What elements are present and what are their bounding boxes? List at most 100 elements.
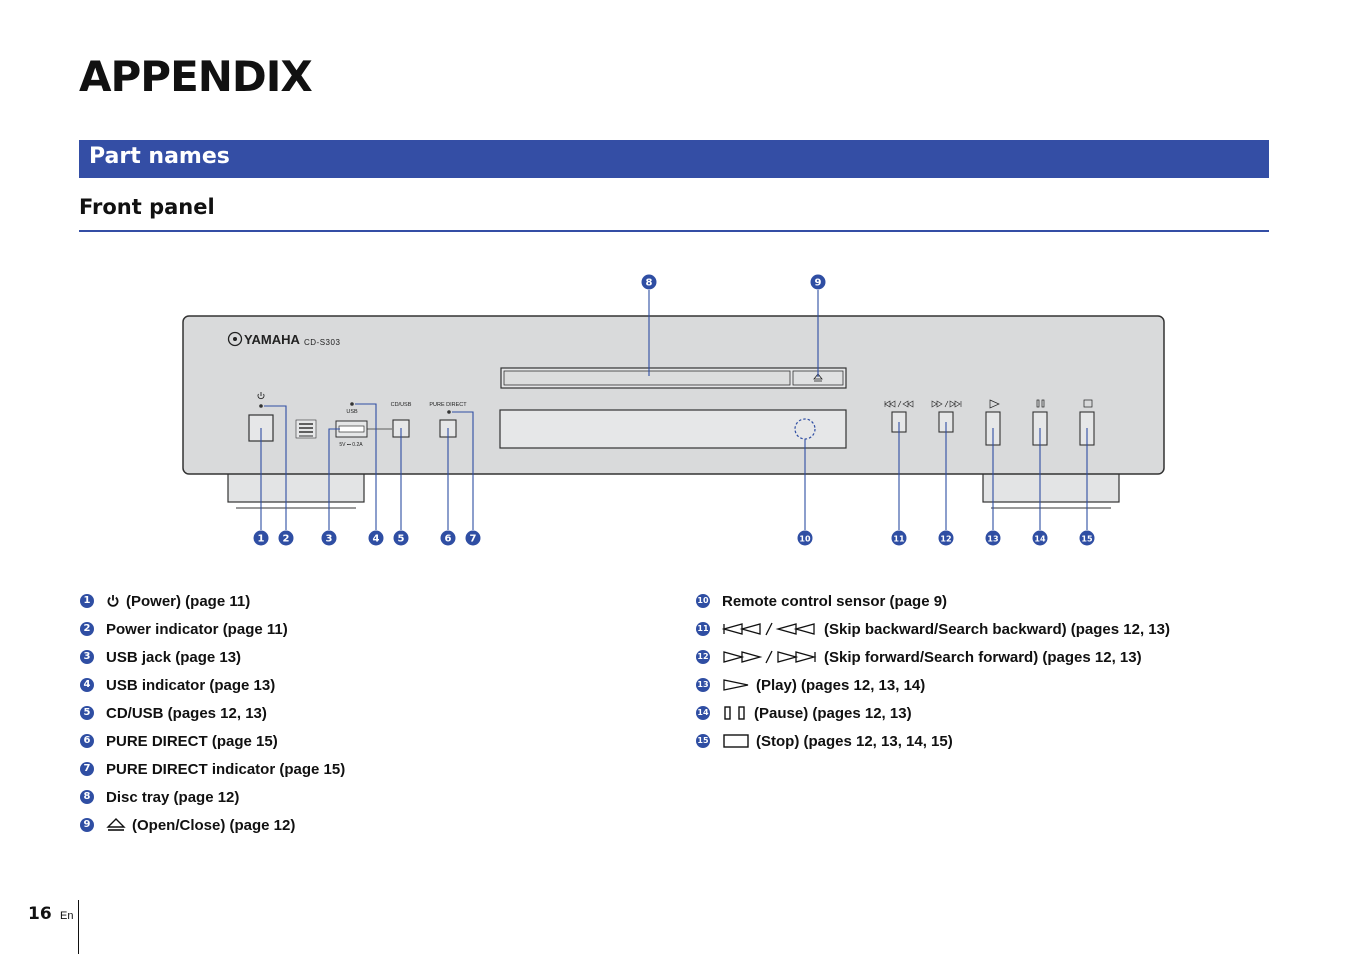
callout-leaders xyxy=(260,290,1088,530)
section-title: Part names xyxy=(89,144,230,169)
pause-icon xyxy=(1036,399,1045,408)
eject-icon xyxy=(813,373,823,382)
stop-icon xyxy=(722,733,750,749)
part-item-13: 13 (Play) (pages 12, 13, 14) xyxy=(696,671,1170,699)
pause-icon xyxy=(722,705,748,721)
part-item-9: 9 (Open/Close) (page 12) xyxy=(80,811,345,839)
usb-label: USB xyxy=(346,409,358,415)
part-number-badge: 1 xyxy=(80,594,94,608)
part-description: Remote control sensor (page 9) xyxy=(722,592,948,610)
part-description: Power indicator (page 11) xyxy=(106,620,288,638)
part-number-badge: 15 xyxy=(696,734,710,748)
part-item-2: 2 Power indicator (page 11) xyxy=(80,615,345,643)
eject-icon xyxy=(106,817,126,833)
callout-7-label: 7 xyxy=(470,534,477,545)
callout-14-label: 14 xyxy=(1034,535,1046,544)
part-number-badge: 7 xyxy=(80,762,94,776)
part-number-badge: 9 xyxy=(80,818,94,832)
part-number-badge: 13 xyxy=(696,678,710,692)
part-item-11: 11 (Skip backward/Search backward) (pages… xyxy=(696,615,1170,643)
part-number-badge: 10 xyxy=(696,594,710,608)
part-number-badge: 3 xyxy=(80,650,94,664)
part-number-badge: 2 xyxy=(80,622,94,636)
part-number-badge: 6 xyxy=(80,734,94,748)
callout-13-marker xyxy=(985,530,1001,546)
power-indicator xyxy=(259,404,263,408)
callout-7-marker xyxy=(465,530,481,546)
language-code: En xyxy=(60,910,74,922)
callout-11-label: 11 xyxy=(893,535,905,544)
part-description: USB indicator (page 13) xyxy=(106,676,276,694)
part-number-badge: 4 xyxy=(80,678,94,692)
callout-13-label: 13 xyxy=(987,535,998,544)
page-number: 16 xyxy=(28,904,52,924)
callout-9-marker xyxy=(810,274,826,290)
part-item-4: 4 USB indicator (page 13) xyxy=(80,671,345,699)
callout-5-label: 5 xyxy=(398,534,405,545)
part-number-badge: 5 xyxy=(80,706,94,720)
page-title: APPENDIX xyxy=(79,52,313,101)
callout-8-label: 8 xyxy=(646,278,653,289)
model-label: CD-S303 xyxy=(304,338,340,347)
callout-14-marker xyxy=(1032,530,1048,546)
play-icon xyxy=(722,678,750,692)
play-icon xyxy=(989,399,1000,409)
part-number-badge: 8 xyxy=(80,790,94,804)
part-number-badge: 14 xyxy=(696,706,710,720)
device-body xyxy=(182,315,1165,475)
callout-10-label: 10 xyxy=(799,535,811,544)
section-header-bar: Part names xyxy=(79,140,1269,178)
callout-3-marker xyxy=(321,530,337,546)
callout-9-label: 9 xyxy=(815,278,822,289)
left-foot xyxy=(227,469,365,503)
callout-4-label: 4 xyxy=(373,534,380,545)
callout-3-label: 3 xyxy=(326,534,333,545)
callout-5-marker xyxy=(393,530,409,546)
part-item-10: 10 Remote control sensor (page 9) xyxy=(696,587,1170,615)
callout-12-label: 12 xyxy=(940,535,951,544)
display-window xyxy=(499,409,847,449)
part-description: (Pause) (pages 12, 13) xyxy=(754,704,912,722)
front-panel-diagram: YAMAHA CD-S303 USB 5V ⎓ 0.2A CD/USB PURE… xyxy=(182,274,1165,546)
part-description: (Stop) (pages 12, 13, 14, 15) xyxy=(756,732,953,750)
part-item-14: 14 (Pause) (pages 12, 13) xyxy=(696,699,1170,727)
callout-10-marker xyxy=(797,530,813,546)
subsection-rule xyxy=(79,230,1269,232)
parts-list-right: 10 Remote control sensor (page 9) 11 (Skip … xyxy=(696,587,1170,755)
callout-15-label: 15 xyxy=(1081,535,1093,544)
part-item-1: 1 (Power) (page 11) xyxy=(80,587,345,615)
callout-8-marker xyxy=(641,274,657,290)
usb-rating-label: 5V ⎓ 0.2A xyxy=(339,442,363,448)
skip-forward-icon xyxy=(722,650,818,664)
skip-forward-icon xyxy=(931,400,962,408)
yamaha-logo: YAMAHA xyxy=(227,331,300,347)
compact-disc-logo xyxy=(295,419,317,439)
callout-6-marker xyxy=(440,530,456,546)
part-description: PURE DIRECT indicator (page 15) xyxy=(106,760,346,778)
power-icon xyxy=(106,594,120,608)
part-description: (Open/Close) (page 12) xyxy=(132,816,296,834)
part-number-badge: 11 xyxy=(696,622,710,636)
part-description: (Skip backward/Search backward) (pages 1… xyxy=(824,620,1170,638)
callout-2-label: 2 xyxy=(283,534,290,545)
callout-1-marker xyxy=(253,530,269,546)
stop-icon xyxy=(1083,399,1093,408)
power-icon xyxy=(257,392,265,400)
part-item-12: 12(Skip forward/Search forward) (pages 1… xyxy=(696,643,1170,671)
part-item-7: 7 PURE DIRECT indicator (page 15) xyxy=(80,755,345,783)
callout-12-marker xyxy=(938,530,954,546)
callout-15-marker xyxy=(1079,530,1095,546)
page-number-rule xyxy=(78,900,79,954)
part-description: (Power) (page 11) xyxy=(126,592,251,610)
part-description: (Play) (pages 12, 13, 14) xyxy=(756,676,926,694)
subsection-title: Front panel xyxy=(79,195,215,219)
part-item-15: 15 (Stop) (pages 12, 13, 14, 15) xyxy=(696,727,1170,755)
parts-list-left: 1 (Power) (page 11) 2 Power indicator (page… xyxy=(80,587,345,839)
part-number-badge: 12 xyxy=(696,650,710,664)
callout-1-label: 1 xyxy=(258,534,265,545)
